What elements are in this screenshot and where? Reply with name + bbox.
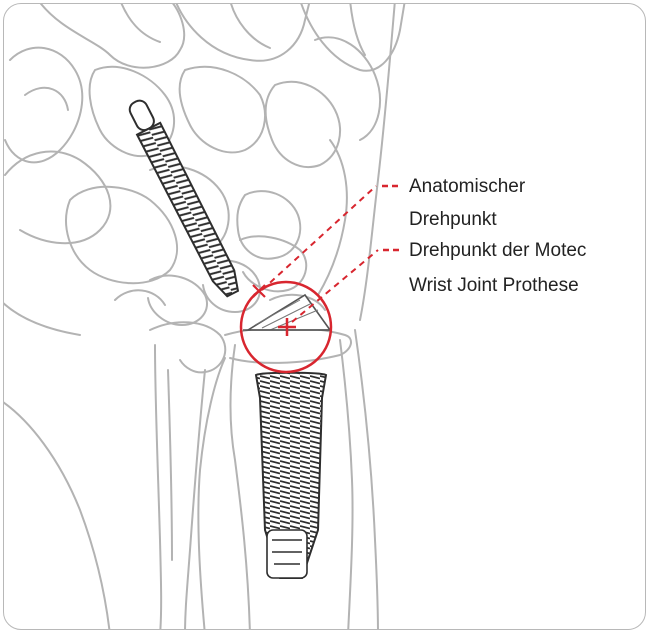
anatomical-pivot-label-line2: Drehpunkt: [409, 209, 497, 231]
pivot-annotations: [241, 186, 399, 372]
thumb-bones: [5, 48, 110, 244]
prosthesis-pivot-label-line2: Wrist Joint Prothese: [409, 275, 579, 297]
hand-outline-right: [360, 0, 395, 320]
forearm-outline-left: [0, 400, 110, 635]
prosthesis-pivot-label-line1: Drehpunkt der Motec: [409, 240, 586, 262]
metacarpal-bones: [38, 0, 405, 71]
wrist-outline-left: [0, 300, 80, 335]
anatomical-pivot-label-line1: Anatomischer: [409, 176, 525, 198]
anatomical-pivot-leader: [262, 186, 376, 290]
forearm-outline-right: [355, 330, 378, 635]
forearm-bones: [150, 322, 353, 635]
carpal-screw: [123, 96, 244, 299]
radius-screw: [256, 373, 326, 578]
